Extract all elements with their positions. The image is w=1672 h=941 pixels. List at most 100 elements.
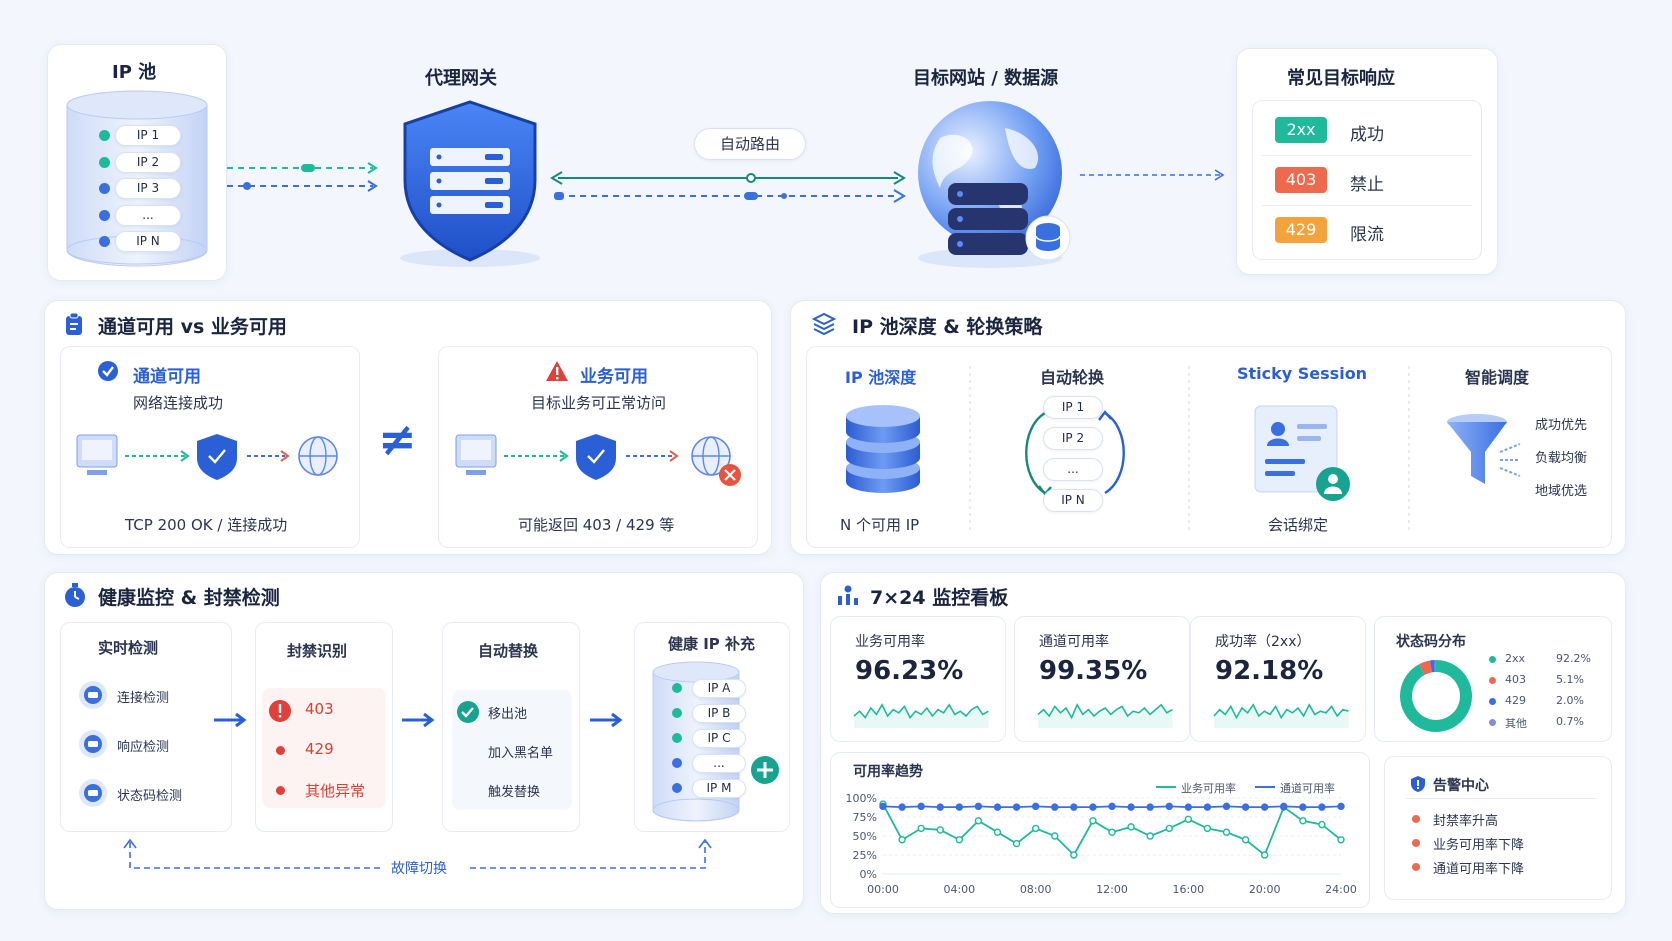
- ip-status-dot: [99, 156, 110, 168]
- depth-title: IP 池深度: [845, 368, 917, 387]
- series-point: [1222, 802, 1231, 811]
- donut-slice-1: [1419, 660, 1433, 675]
- ip-status-dot: [99, 130, 110, 141]
- replace-item: 触发替换: [488, 785, 541, 800]
- legend-channel: 通道可用率: [1280, 782, 1335, 795]
- status-pct: 5.1%: [1556, 673, 1584, 686]
- x-tick-label: 16:00: [1172, 883, 1204, 896]
- rotation-item: IP N: [1043, 489, 1103, 512]
- sticky-footer: 会话绑定: [1268, 516, 1329, 534]
- series-point: [1337, 802, 1345, 811]
- response-divider: [1262, 155, 1472, 156]
- series-point: [1260, 803, 1269, 811]
- series-point: [898, 803, 906, 811]
- y-tick-label: 0%: [860, 868, 877, 881]
- y-tick-label: 25%: [853, 849, 877, 862]
- pool-to-gateway-arrows: [227, 162, 378, 192]
- x-tick-label: 24:00: [1325, 883, 1357, 896]
- metric-value: 92.18%: [1215, 656, 1324, 686]
- detect-item: 连接检测: [117, 691, 170, 706]
- alert-item: 通道可用率下降: [1433, 862, 1525, 877]
- channel-title: 通道可用: [133, 367, 201, 387]
- metric-label: 业务可用率: [855, 634, 925, 650]
- series-point: [1070, 803, 1078, 811]
- status-pct: 0.7%: [1556, 715, 1584, 728]
- flow-arrow-1: [214, 712, 247, 728]
- gateway-title: 代理网关: [425, 68, 497, 89]
- flow-arrow-3: [590, 712, 623, 728]
- auto-route-pill: 自动路由: [694, 128, 806, 160]
- series-point: [1012, 839, 1021, 848]
- replenish-item: IP M: [692, 779, 746, 798]
- availability-title: 通道可用 vs 业务可用: [98, 316, 287, 338]
- business-title: 业务可用: [580, 367, 648, 387]
- x-tick-label: 00:00: [867, 883, 899, 896]
- ip-pool-item: IP N: [115, 231, 181, 252]
- alert-dot: [1412, 815, 1420, 823]
- status-donut-chart: [1400, 660, 1472, 732]
- smart-item: 成功优先: [1535, 418, 1588, 433]
- series-point: [1260, 851, 1269, 859]
- alerts-title: 告警中心: [1433, 778, 1489, 794]
- globe-database-icon: [918, 101, 1071, 268]
- ip-status-dot: [672, 683, 682, 693]
- rotation-item: IP 2: [1043, 427, 1103, 450]
- ban-item: 403: [305, 700, 334, 718]
- series-point: [898, 836, 906, 844]
- replenish-item: IP C: [692, 729, 746, 748]
- series-point: [1299, 803, 1307, 811]
- x-tick-label: 08:00: [1020, 883, 1052, 896]
- stopwatch-icon: [65, 583, 85, 607]
- series-point: [936, 803, 944, 811]
- rotation-item: IP 1: [1043, 396, 1103, 419]
- series-point: [1070, 851, 1078, 859]
- x-tick-label: 12:00: [1096, 883, 1128, 896]
- series-point: [1031, 802, 1040, 811]
- y-tick-label: 75%: [853, 811, 877, 824]
- series-point: [936, 826, 944, 834]
- smart-item: 负载均衡: [1535, 451, 1588, 466]
- alert-item: 封禁率升高: [1433, 814, 1499, 829]
- channel-flow-icons: [76, 434, 338, 480]
- ban-dot: [276, 746, 285, 755]
- detect-item: 响应检测: [117, 740, 170, 755]
- series-point: [1051, 832, 1059, 840]
- status-pct: 92.2%: [1556, 652, 1591, 665]
- trend-title: 可用率趋势: [853, 764, 923, 780]
- series-point: [1089, 803, 1097, 811]
- metric-label: 通道可用率: [1039, 634, 1109, 650]
- replenish-item: IP B: [692, 704, 746, 723]
- replenish-item: ...: [692, 754, 746, 773]
- ip-status-dot: [672, 733, 682, 743]
- metric-sparkline: [1213, 703, 1349, 728]
- response-code-badge: 2xx: [1275, 117, 1327, 143]
- session-card-icon: [1254, 405, 1350, 501]
- metric-card: [830, 616, 1006, 742]
- series-point: [974, 817, 983, 825]
- response-label: 成功: [1350, 125, 1384, 145]
- replenish-item: IP A: [692, 679, 746, 698]
- rotation-title: 自动轮换: [1040, 368, 1105, 387]
- replenish-title: 健康 IP 补充: [668, 635, 756, 653]
- metric-value: 96.23%: [855, 656, 964, 686]
- ip-status-dot: [672, 758, 682, 768]
- detect-icon: [79, 681, 107, 709]
- warning-icon: [546, 361, 568, 381]
- series-point: [1108, 828, 1116, 836]
- response-code-badge: 403: [1275, 167, 1327, 193]
- series-point: [1318, 803, 1326, 811]
- alert-item: 业务可用率下降: [1433, 838, 1525, 853]
- series-point: [1146, 832, 1154, 840]
- ip-pool-item: IP 2: [115, 151, 181, 173]
- status-pct: 2.0%: [1556, 694, 1584, 707]
- series-point: [1089, 817, 1097, 825]
- status-legend-dot: [1489, 677, 1496, 684]
- channel-subtitle: 网络连接成功: [133, 394, 224, 412]
- ip-status-dot: [99, 236, 110, 247]
- alerts-divider: [1406, 798, 1596, 799]
- ip-pool-item: IP 3: [115, 178, 181, 199]
- status-legend-dot: [1489, 719, 1496, 726]
- series-point: [993, 828, 1002, 836]
- business-footer: 可能返回 403 / 429 等: [518, 516, 675, 534]
- series-point: [993, 803, 1002, 811]
